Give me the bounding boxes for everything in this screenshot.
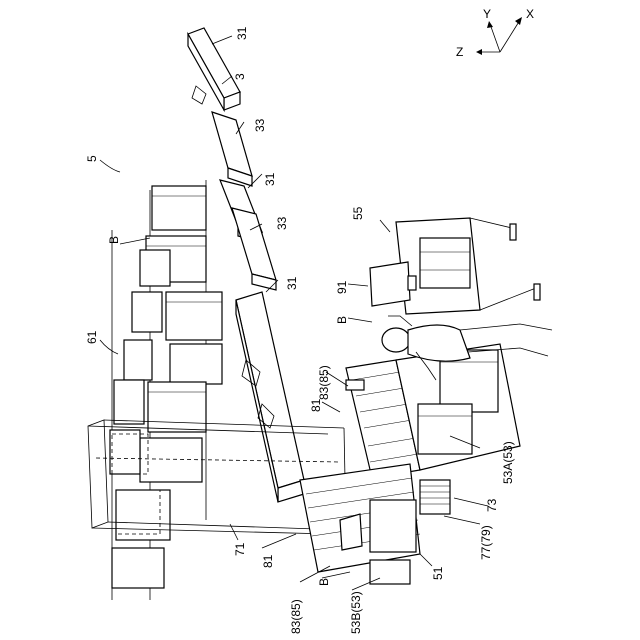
box-B — [114, 380, 144, 424]
y-axis-label: Y — [483, 7, 491, 21]
label-81: 81 — [261, 554, 275, 568]
label-5: 5 — [85, 155, 99, 162]
label-81: 81 — [309, 398, 323, 412]
box-B — [124, 340, 152, 380]
label-B: B — [317, 578, 331, 586]
person-head — [382, 328, 410, 352]
box-B — [110, 430, 140, 474]
label-71: 71 — [233, 542, 247, 556]
x-arrowhead-icon — [515, 17, 522, 25]
box-B — [148, 382, 206, 432]
label-31: 31 — [263, 172, 277, 186]
y-axis-arrow — [490, 24, 500, 52]
box-B — [112, 548, 164, 588]
label-51: 51 — [431, 566, 445, 580]
roller-73 — [420, 480, 450, 514]
y-arrowhead-icon — [487, 21, 493, 28]
box-B — [418, 404, 472, 454]
conveyor-segment-33-a — [212, 112, 252, 176]
belt-arrow-icon — [192, 86, 206, 104]
operator-desk-55 — [370, 218, 552, 380]
box-B — [170, 344, 222, 384]
label-33: 33 — [253, 118, 267, 132]
box-B — [140, 250, 170, 286]
label-83-85: 83(85) — [317, 365, 331, 400]
label-77-79: 77(79) — [479, 525, 493, 560]
label-53B-53: 53B(53) — [349, 591, 363, 634]
label-31: 31 — [235, 26, 249, 40]
x-axis-label: X — [526, 7, 534, 21]
label-53A-53: 53A(53) — [501, 441, 515, 484]
label-B: B — [107, 236, 121, 244]
person-arm — [388, 316, 412, 326]
label-B: B — [335, 316, 349, 324]
box-B — [152, 186, 206, 230]
label-61: 61 — [85, 330, 99, 344]
person-torso — [408, 325, 470, 361]
label-83-85: 83(85) — [289, 599, 303, 634]
label-3: 3 — [233, 73, 247, 80]
person-leg — [460, 324, 552, 330]
x-axis-arrow — [500, 20, 520, 52]
box-B — [166, 292, 222, 340]
label-55: 55 — [351, 206, 365, 220]
box-B — [370, 500, 416, 552]
label-91: 91 — [335, 280, 349, 294]
box-B — [140, 438, 202, 482]
label-73: 73 — [485, 498, 499, 512]
conveyor-segment-33-b — [232, 208, 276, 280]
gripper-icon — [340, 514, 362, 550]
monitor-91 — [370, 262, 410, 306]
box-B — [116, 490, 170, 540]
z-arrowhead-icon — [476, 49, 482, 55]
axes-indicator: Z Y X — [456, 7, 534, 59]
label-33: 33 — [275, 216, 289, 230]
box-B — [132, 292, 162, 332]
z-axis-label: Z — [456, 45, 463, 59]
label-31: 31 — [285, 276, 299, 290]
desk-cabinet — [420, 238, 470, 288]
sensor-83 — [346, 380, 364, 390]
